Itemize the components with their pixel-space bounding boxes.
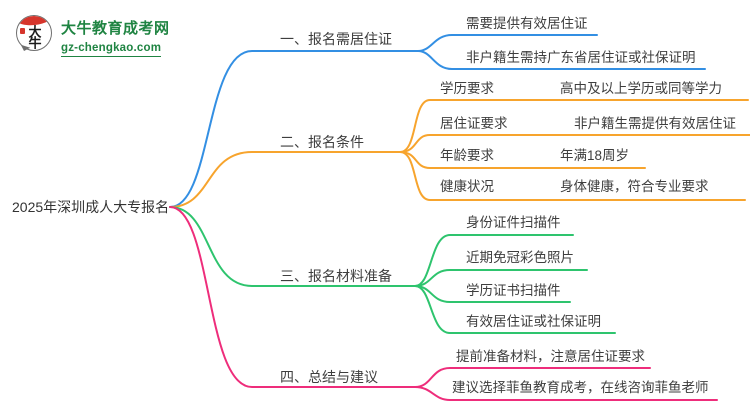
connector-b3-c1 (414, 234, 574, 287)
connector-b2-c1 (399, 99, 749, 153)
connector-b1-c1 (417, 34, 598, 52)
connector-b3-c2 (414, 269, 588, 287)
branch3-child4: 有效居住证或社保证明 (466, 314, 601, 329)
branch3-label: 三、报名材料准备 (280, 268, 392, 284)
branch2-child2-label: 居住证要求 (440, 116, 508, 131)
branch3-child2: 近期免冠彩色照片 (466, 250, 574, 265)
branch1-child1: 需要提供有效居住证 (466, 16, 588, 31)
branch2-child3-value: 年满18周岁 (560, 148, 630, 163)
logo-bubble: 大牛 (16, 15, 52, 51)
logo-text-block: 大牛教育成考网 gz-chengkao.com (61, 15, 170, 57)
connector-b2-c4 (399, 151, 746, 201)
logo-seal-icon (20, 28, 25, 34)
branch2-child1-label: 学历要求 (440, 81, 494, 96)
branch2-child2-value: 非户籍生需提供有效居住证 (574, 116, 736, 131)
connector-b4-c1 (414, 367, 651, 388)
logo-mark-text: 大牛 (26, 25, 42, 47)
branch4-child2: 建议选择菲鱼教育成考，在线咨询菲鱼老师 (452, 380, 709, 395)
site-url: gz-chengkao.com (61, 42, 162, 57)
connector-b2-c2 (399, 134, 750, 153)
logo-mark: 大牛 (16, 15, 52, 58)
connector-root-branch4 (169, 206, 416, 388)
root-topic: 2025年深圳成人大专报名 (12, 199, 170, 215)
branch2-label: 二、报名条件 (280, 134, 364, 150)
branch2-child4-label: 健康状况 (440, 179, 494, 194)
branch2-child4-value: 身体健康，符合专业要求 (560, 179, 709, 194)
branch2-child3-label: 年龄要求 (440, 148, 494, 163)
connector-b3-c4 (414, 285, 616, 334)
connector-root-branch1 (169, 50, 419, 208)
branch1-child2: 非户籍生需持广东省居住证或社保证明 (466, 50, 696, 65)
branch4-label: 四、总结与建议 (280, 369, 378, 385)
connector-root-branch3 (169, 206, 416, 287)
site-logo: 大牛 大牛教育成考网 gz-chengkao.com (16, 15, 170, 58)
branch1-label: 一、报名需居住证 (280, 31, 392, 47)
connector-b1-c2 (417, 50, 706, 70)
branch2-child1-value: 高中及以上学历或同等学力 (560, 81, 722, 96)
site-name: 大牛教育成考网 (61, 20, 170, 37)
logo-bubble-tail-icon (17, 44, 31, 58)
branch4-child1: 提前准备材料，注意居住证要求 (456, 349, 645, 364)
connector-root-branch2 (169, 151, 401, 208)
branch3-child3: 学历证书扫描件 (466, 283, 561, 298)
branch3-child1: 身份证件扫描件 (466, 215, 561, 230)
connector-b4-c2 (414, 386, 718, 401)
